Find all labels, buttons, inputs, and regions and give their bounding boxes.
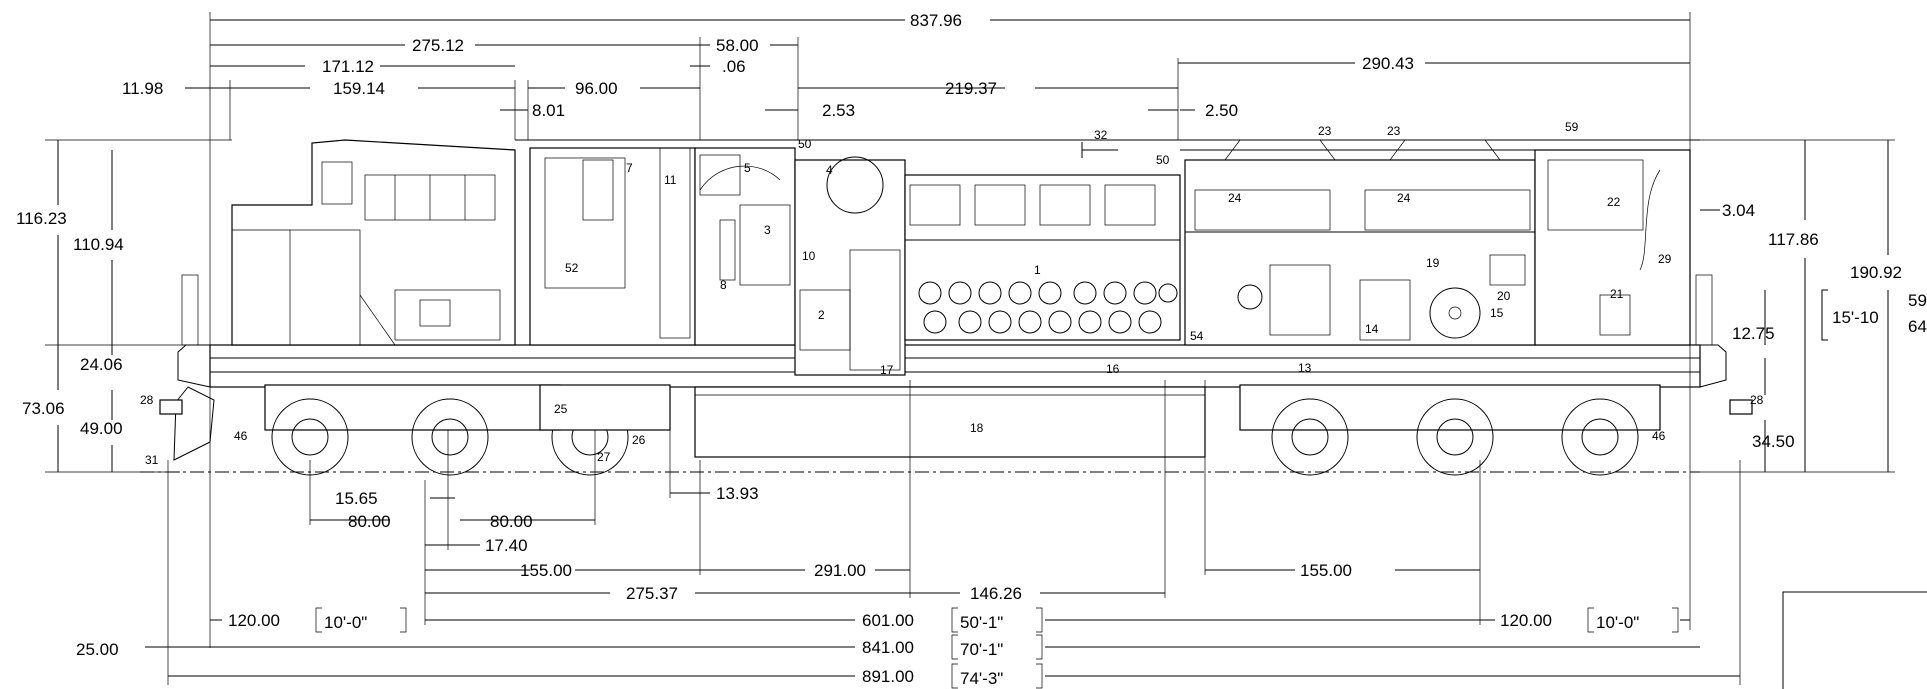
dim-155-00-right: 155.00: [1300, 561, 1352, 580]
dim-overall-height-feet: 15'-10: [1832, 308, 1879, 327]
dim-96-00: 96.00: [575, 79, 618, 98]
callout-17: 17: [880, 363, 894, 377]
callout-24-right: 24: [1397, 191, 1411, 205]
dim-80-00-right: 80.00: [490, 512, 533, 531]
callout-2: 2: [818, 308, 825, 322]
callout-19: 19: [1426, 256, 1440, 270]
dim-219-37: 219.37: [945, 79, 997, 98]
dim-overall-body-length: 837.96: [910, 11, 962, 30]
rear-truck: [1239, 384, 1661, 476]
callout-11: 11: [664, 173, 677, 187]
callout-29: 29: [1658, 252, 1672, 266]
dim-length-over-pulling-faces: 841.00: [862, 638, 914, 657]
dim-17-40: 17.40: [485, 536, 528, 555]
dim-171-12: 171.12: [322, 57, 374, 76]
dim-291-00: 291.00: [814, 561, 866, 580]
dim-155-00-left: 155.00: [520, 561, 572, 580]
dim-8-01: 8.01: [532, 101, 565, 120]
callout-13: 13: [1298, 361, 1312, 375]
callout-28-right: 28: [1750, 393, 1764, 407]
dim-34-50: 34.50: [1752, 432, 1795, 451]
dim-25-00: 25.00: [76, 640, 119, 659]
dim-117-86: 117.86: [1768, 230, 1819, 249]
callout-4: 4: [826, 163, 833, 177]
engine-cylinder-row-lower: [923, 310, 1162, 334]
dim-275-12: 275.12: [412, 36, 464, 55]
callout-50-right: 50: [1156, 153, 1170, 167]
callout-22: 22: [1607, 195, 1621, 209]
dim-120-00-left: 120.00: [228, 611, 280, 630]
callout-54: 54: [1190, 329, 1204, 343]
dim-146-26: 146.26: [970, 584, 1022, 603]
dim-12-75: 12.75: [1732, 324, 1775, 343]
dim-10-ft-right: 10'-0": [1596, 613, 1639, 632]
dim-116-23: 116.23: [16, 209, 67, 228]
callout-46-right: 46: [1652, 429, 1666, 443]
dim-110-94: 110.94: [73, 235, 124, 254]
callout-27: 27: [597, 450, 611, 464]
dim-74-ft: 74'-3": [960, 669, 1003, 688]
callout-50-left: 50: [798, 137, 812, 151]
callout-24-left: 24: [1228, 191, 1242, 205]
engine-cylinder-row-upper: [918, 281, 1178, 305]
callout-15: 15: [1490, 306, 1504, 320]
callout-46-left: 46: [234, 429, 248, 443]
dimension-lines: [45, 12, 1927, 689]
dim-15-65: 15.65: [335, 489, 378, 508]
dim-80-00-left: 80.00: [348, 512, 391, 531]
dim-2-53: 2.53: [822, 101, 855, 120]
dim-159-14: 159.14: [333, 79, 385, 98]
dimension-labels: 837.96 275.12 58.00 .06 290.43 171.12 11…: [16, 11, 1927, 688]
callout-23-left: 23: [1318, 124, 1332, 138]
callout-31: 31: [145, 453, 159, 467]
front-truck: [264, 384, 671, 476]
dim-overall-height: 190.92: [1850, 263, 1902, 282]
callout-59: 59: [1565, 120, 1579, 134]
callout-1: 1: [1034, 263, 1041, 277]
dim-0-06: .06: [722, 57, 746, 76]
callout-26: 26: [632, 433, 646, 447]
callout-8: 8: [720, 278, 727, 292]
callout-20: 20: [1497, 289, 1511, 303]
dim-fraction-numerator: 59: [1908, 291, 1927, 310]
callout-32: 32: [1094, 128, 1108, 142]
callout-21: 21: [1610, 287, 1624, 301]
dim-11-98: 11.98: [122, 79, 163, 98]
dim-2-50: 2.50: [1205, 101, 1238, 120]
dim-truck-centers: 601.00: [862, 611, 914, 630]
dim-13-93: 13.93: [716, 484, 759, 503]
callout-18: 18: [970, 421, 984, 435]
dim-overall-length: 891.00: [862, 667, 914, 686]
dim-3-04: 3.04: [1722, 201, 1755, 220]
dim-10-ft-left: 10'-0": [324, 613, 367, 632]
dim-290-43: 290.43: [1362, 54, 1414, 73]
locomotive-elevation: [140, 139, 1753, 476]
callout-16: 16: [1106, 362, 1120, 376]
dim-58-00: 58.00: [716, 36, 759, 55]
callout-10: 10: [802, 249, 816, 263]
callout-5: 5: [744, 161, 751, 175]
dim-70-ft: 70'-1": [960, 640, 1003, 659]
callout-3: 3: [764, 223, 771, 237]
callout-28-left: 28: [140, 393, 154, 407]
dim-120-00-right: 120.00: [1500, 611, 1552, 630]
callout-25: 25: [554, 402, 568, 416]
component-callouts: 1 2 3 4 5 7 8 10 11 13 14 15 16 17 18 19…: [140, 120, 1764, 467]
dim-73-06: 73.06: [22, 399, 65, 418]
dim-50-ft: 50'-1": [960, 613, 1003, 632]
dim-49-00: 49.00: [80, 419, 123, 438]
callout-23-right: 23: [1387, 124, 1401, 138]
callout-52: 52: [565, 261, 579, 275]
dim-275-37: 275.37: [626, 584, 678, 603]
callout-14: 14: [1365, 322, 1379, 336]
dim-24-06: 24.06: [80, 355, 123, 374]
dim-fraction-denominator: 64: [1908, 317, 1927, 336]
callout-7: 7: [626, 161, 633, 175]
